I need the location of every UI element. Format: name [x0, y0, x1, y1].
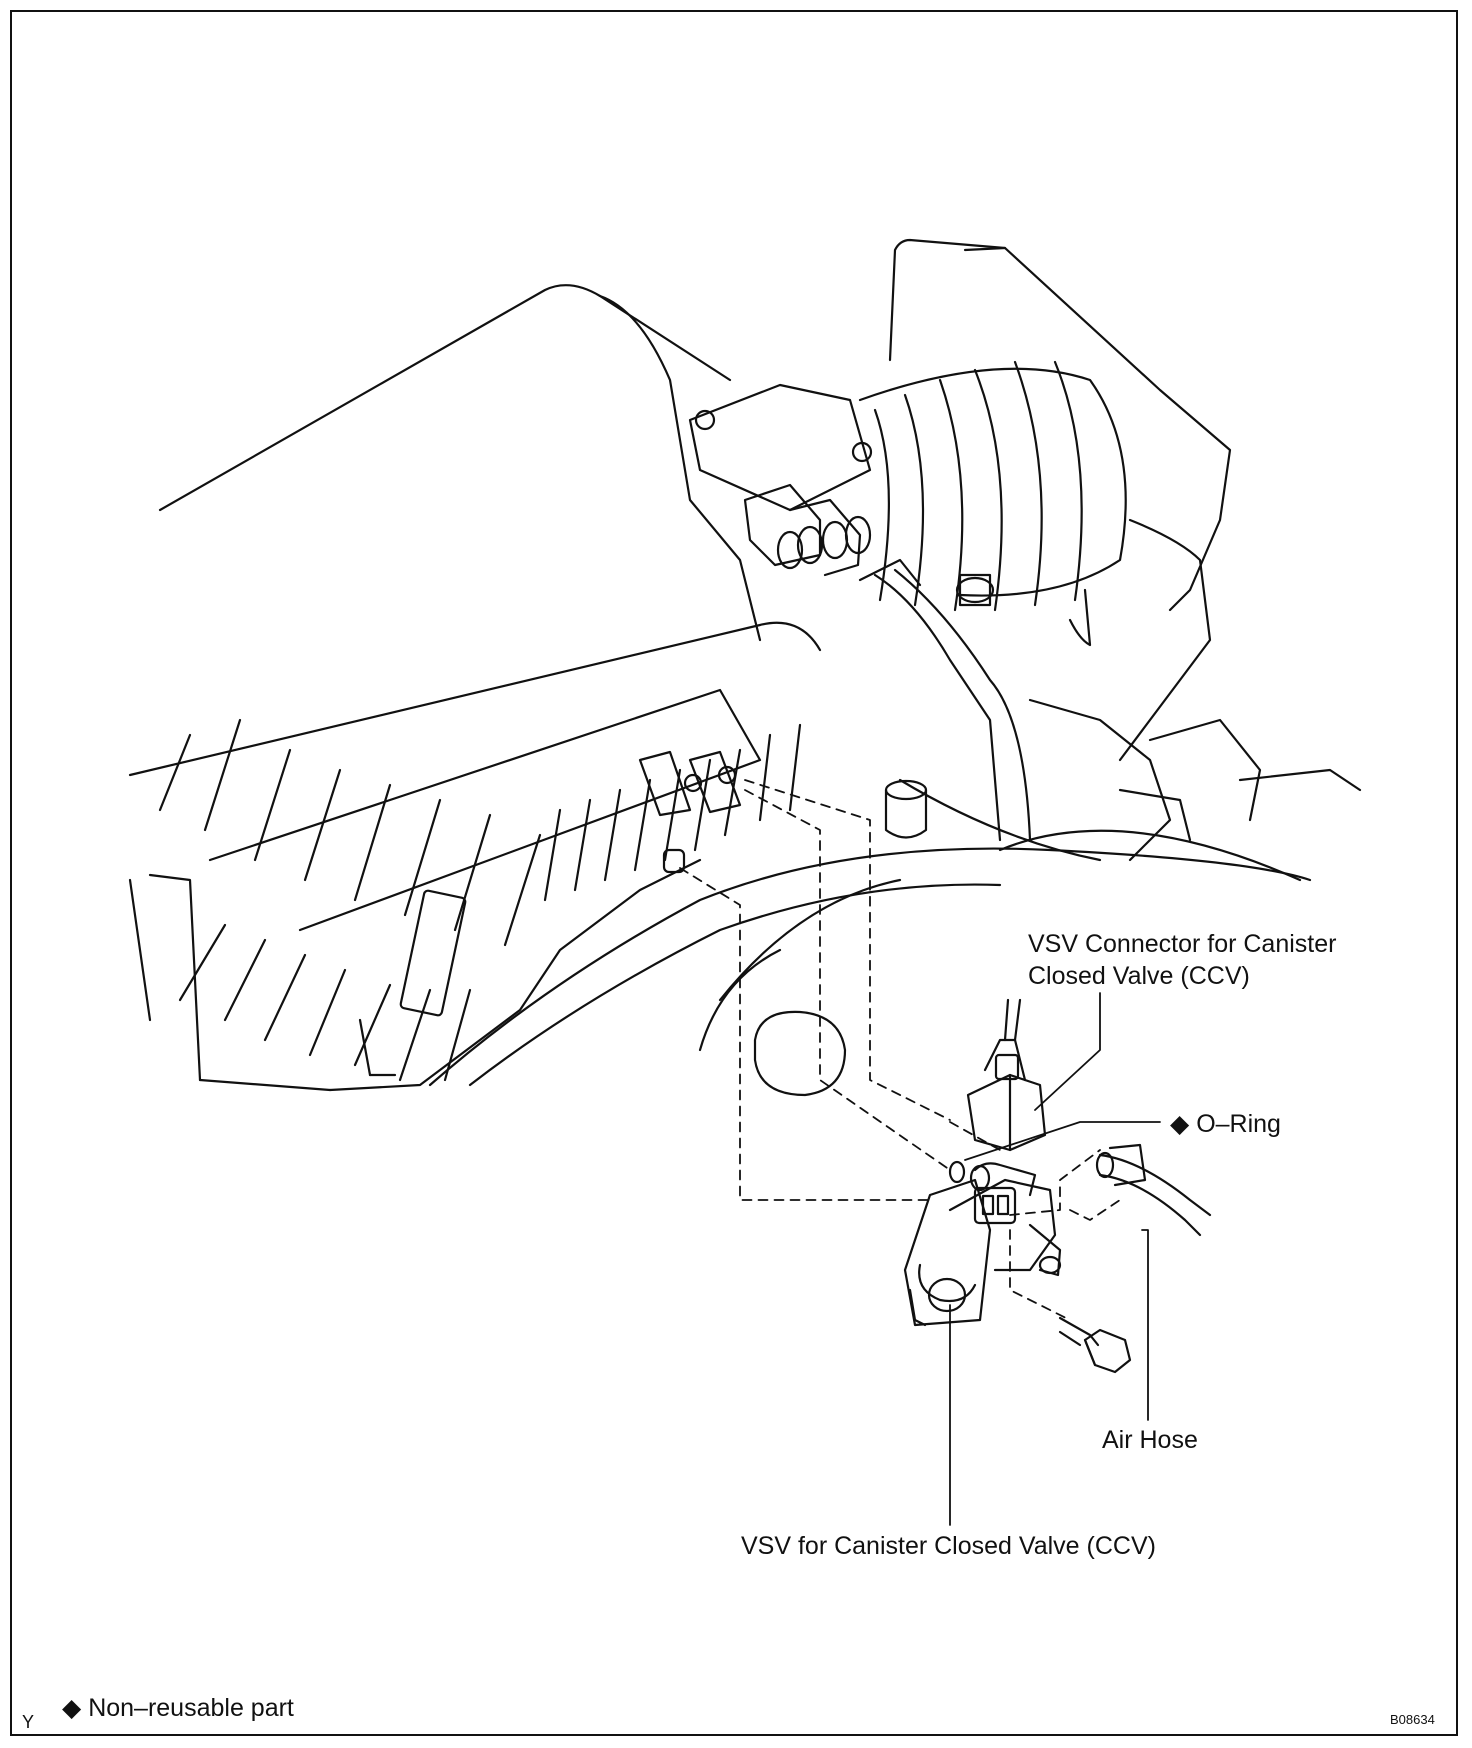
- legend: ◆ Non–reusable part: [62, 1692, 294, 1724]
- label-o-ring: ◆ O–Ring: [1170, 1108, 1281, 1140]
- non-reusable-symbol: ◆: [1170, 1110, 1190, 1138]
- small-cap: [884, 779, 928, 839]
- corner-mark: Y: [22, 1712, 35, 1732]
- figure-code: B08634: [1390, 1712, 1435, 1727]
- o-ring: [948, 1160, 966, 1184]
- intake-bellows: [858, 238, 1232, 762]
- air-flow-meter: [688, 383, 873, 577]
- bolt: [1058, 1316, 1132, 1374]
- figure-frame: [10, 10, 1458, 1736]
- air-hose: [1095, 1143, 1212, 1237]
- legend-text: Non–reusable part: [88, 1694, 294, 1722]
- housing-bracket: [358, 750, 742, 1077]
- label-vsv-connector: VSV Connector for Canister Closed Valve …: [1028, 930, 1337, 990]
- label-vsv: VSV for Canister Closed Valve (CCV): [741, 1532, 1156, 1560]
- o-ring-text: O–Ring: [1196, 1110, 1281, 1138]
- legend-symbol: ◆: [62, 1694, 82, 1722]
- label-air-hose: Air Hose: [1102, 1426, 1198, 1454]
- vsv-valve: [903, 1162, 1062, 1327]
- mounting-hole: [753, 1010, 847, 1097]
- body-panel: [428, 847, 1312, 1087]
- air-cleaner-housing: [128, 284, 822, 1092]
- assembly-lines: [679, 779, 1121, 1321]
- vsv-connector: [966, 998, 1047, 1152]
- leader-lines: [949, 992, 1161, 1526]
- wire-harness: [858, 558, 1362, 882]
